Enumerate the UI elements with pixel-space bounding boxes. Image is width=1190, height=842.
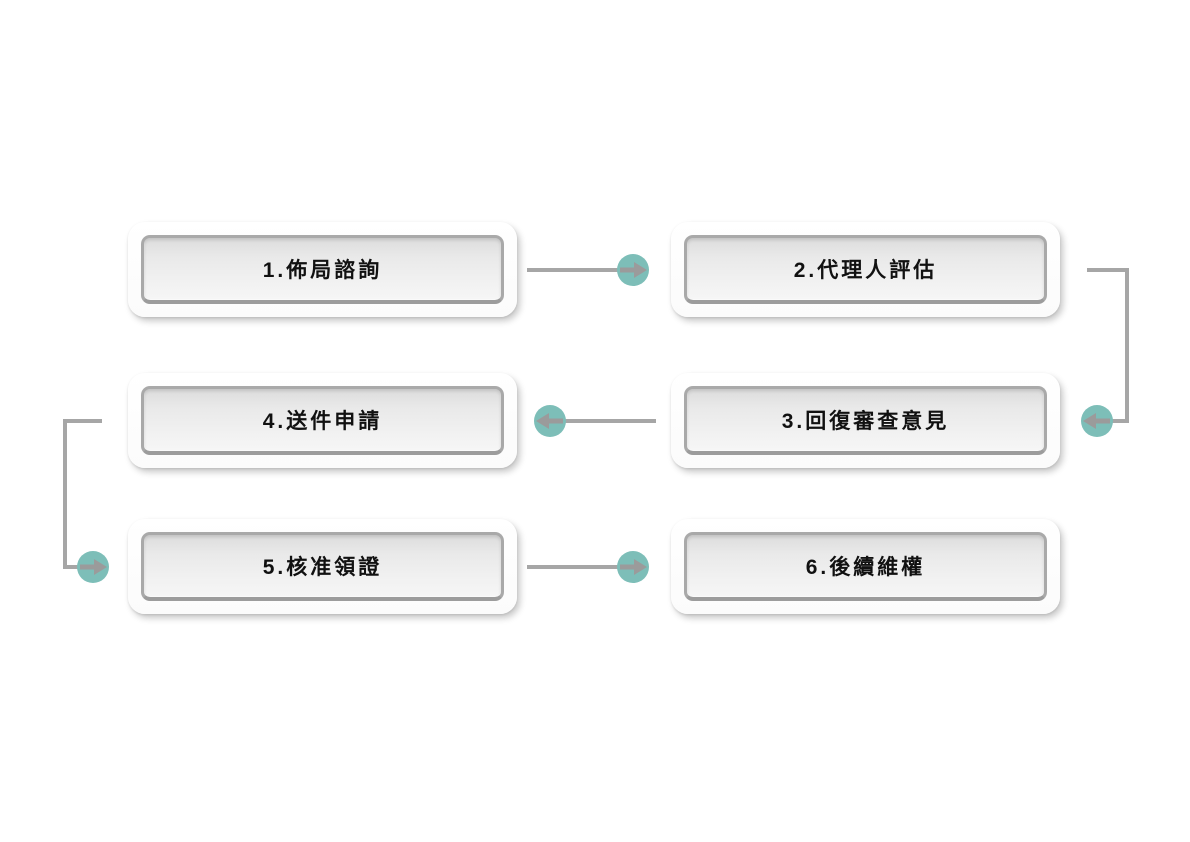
step-label-3: 3.回復審查意見 [781, 410, 950, 433]
step-label-5: 5.核准領證 [262, 556, 383, 579]
arrow-right-icon [80, 559, 107, 575]
step-box-1-face: 1.佈局諮詢 [141, 235, 504, 304]
step-box-5: 5.核准領證 [128, 519, 517, 614]
step-label-2: 2.代理人評估 [793, 259, 938, 282]
arrow-left-icon [536, 413, 563, 429]
arrow-left-icon [1083, 413, 1110, 429]
arrow-right-icon [620, 559, 647, 575]
step-box-5-face: 5.核准領證 [141, 532, 504, 601]
step-box-4: 4.送件申請 [128, 373, 517, 468]
step-label-6: 6.後續維權 [805, 556, 926, 579]
step-label-4: 4.送件申請 [262, 410, 383, 433]
connector-step5-step6 [527, 551, 649, 583]
step-box-1: 1.佈局諮詢 [128, 222, 517, 317]
connector-step2-step3 [1081, 268, 1129, 437]
connector-step1-step2 [527, 254, 649, 286]
step-box-2: 2.代理人評估 [671, 222, 1060, 317]
step-box-3-face: 3.回復審查意見 [684, 386, 1047, 455]
step-box-6: 6.後續維權 [671, 519, 1060, 614]
step-box-4-face: 4.送件申請 [141, 386, 504, 455]
connector-line [1087, 268, 1129, 423]
step-box-2-face: 2.代理人評估 [684, 235, 1047, 304]
connector-step4-step5 [63, 419, 109, 583]
step-box-3: 3.回復審查意見 [671, 373, 1060, 468]
connector-line [63, 419, 102, 569]
step-label-1: 1.佈局諮詢 [262, 259, 383, 282]
arrow-right-icon [620, 262, 647, 278]
connector-step3-step4 [534, 405, 656, 437]
step-box-6-face: 6.後續維權 [684, 532, 1047, 601]
